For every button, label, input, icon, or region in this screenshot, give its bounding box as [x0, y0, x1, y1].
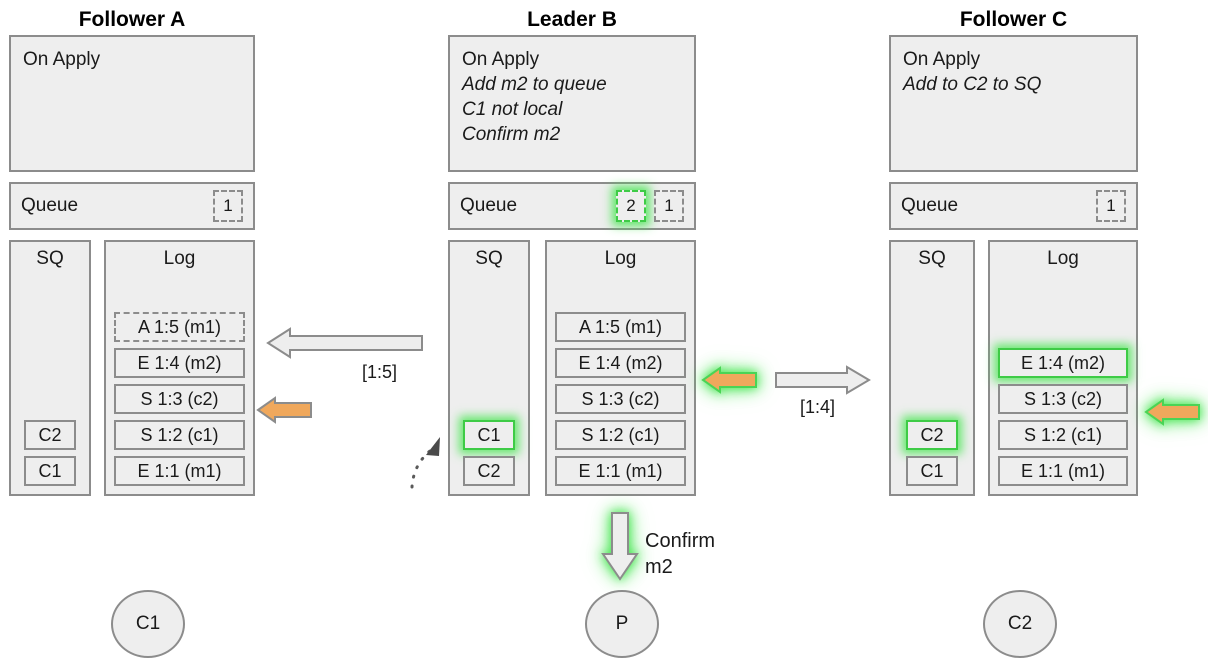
sq-item: C2 — [24, 420, 76, 450]
sq-title-a: SQ — [36, 248, 64, 269]
node-leader-b: P — [585, 590, 659, 658]
sq-items-a: C2 C1 — [11, 420, 89, 494]
on-apply-header-c: On Apply — [903, 49, 981, 70]
log-entry: S 1:3 (c2) — [998, 384, 1128, 414]
on-apply-panel-b: On Apply Add m2 to queue C1 not local Co… — [448, 35, 696, 172]
sq-item: C1 — [906, 456, 958, 486]
sq-title-c: SQ — [918, 248, 946, 269]
confirm-label-line2: m2 — [645, 556, 673, 578]
log-panel-c: Log E 1:4 (m2) S 1:3 (c2) S 1:2 (c1) E 1… — [988, 240, 1138, 496]
sq-panel-c: SQ C2 C1 — [889, 240, 975, 496]
log-title-b: Log — [604, 248, 637, 269]
log-entry: E 1:4 (m2) — [555, 348, 686, 378]
confirm-label-line1: Confirm — [645, 530, 716, 552]
on-apply-header-a: On Apply — [23, 49, 101, 70]
log-entry: A 1:5 (m1) — [114, 312, 245, 342]
sq-items-b: C1 C2 — [450, 420, 528, 494]
sq-item-highlighted: C2 — [906, 420, 958, 450]
apply-arrow-b-icon — [701, 366, 757, 394]
log-entry: S 1:2 (c1) — [555, 420, 686, 450]
apply-arrow-a-icon — [256, 396, 312, 424]
log-entry: E 1:1 (m1) — [114, 456, 245, 486]
sq-panel-b: SQ C1 C2 — [448, 240, 530, 496]
sq-item: C1 — [24, 456, 76, 486]
queue-slots-a: 1 — [213, 190, 243, 222]
on-apply-header-b: On Apply — [462, 49, 540, 70]
confirm-arrow-icon — [600, 512, 640, 581]
on-apply-panel-a: On Apply — [9, 35, 255, 172]
column-title-follower-a: Follower A — [78, 8, 186, 31]
queue-label-c: Queue — [901, 195, 959, 216]
log-panel-b: Log A 1:5 (m1) E 1:4 (m2) S 1:3 (c2) S 1… — [545, 240, 696, 496]
log-entry: E 1:1 (m1) — [998, 456, 1128, 486]
on-apply-panel-c: On Apply Add to C2 to SQ — [889, 35, 1138, 172]
sq-dotted-arrow-icon — [400, 425, 450, 490]
replicate-arrow-label-bc: [1:4] — [800, 397, 836, 417]
sq-item: C2 — [463, 456, 515, 486]
apply-arrow-c-icon — [1144, 398, 1200, 426]
on-apply-line: Add to C2 to SQ — [903, 74, 1042, 95]
on-apply-line: Add m2 to queue — [462, 74, 607, 95]
queue-panel-a: Queue 1 — [9, 182, 255, 230]
log-entry: S 1:2 (c1) — [114, 420, 245, 450]
log-entry-highlighted: E 1:4 (m2) — [998, 348, 1128, 378]
sq-item-highlighted: C1 — [463, 420, 515, 450]
on-apply-line: Confirm m2 — [462, 124, 561, 145]
queue-slot: 1 — [213, 190, 243, 222]
replicate-arrow-b-to-c-icon — [775, 365, 871, 395]
sq-panel-a: SQ C2 C1 — [9, 240, 91, 496]
sq-items-c: C2 C1 — [891, 420, 973, 494]
replicate-arrow-b-to-a-icon — [266, 327, 423, 359]
queue-panel-c: Queue 1 — [889, 182, 1138, 230]
log-entry: A 1:5 (m1) — [555, 312, 686, 342]
queue-slot-highlighted: 2 — [616, 190, 646, 222]
node-client-a: C1 — [111, 590, 185, 658]
column-title-follower-c: Follower C — [959, 8, 1068, 31]
sq-title-b: SQ — [475, 248, 503, 269]
queue-panel-b: Queue 2 1 — [448, 182, 696, 230]
queue-slots-c: 1 — [1096, 190, 1126, 222]
queue-slot: 1 — [1096, 190, 1126, 222]
log-entries-a: A 1:5 (m1) E 1:4 (m2) S 1:3 (c2) S 1:2 (… — [106, 312, 253, 494]
log-entry: S 1:3 (c2) — [555, 384, 686, 414]
log-panel-a: Log A 1:5 (m1) E 1:4 (m2) S 1:3 (c2) S 1… — [104, 240, 255, 496]
log-entry: S 1:2 (c1) — [998, 420, 1128, 450]
queue-slot: 1 — [654, 190, 684, 222]
node-client-c: C2 — [983, 590, 1057, 658]
queue-label-a: Queue — [21, 195, 79, 216]
column-title-leader-b: Leader B — [527, 8, 617, 31]
queue-slots-b: 2 1 — [616, 190, 684, 222]
replicate-arrow-label-ba: [1:5] — [362, 362, 398, 382]
queue-label-b: Queue — [460, 195, 518, 216]
log-entries-c: E 1:4 (m2) S 1:3 (c2) S 1:2 (c1) E 1:1 (… — [990, 348, 1136, 494]
log-title-c: Log — [1047, 248, 1079, 269]
log-entries-b: A 1:5 (m1) E 1:4 (m2) S 1:3 (c2) S 1:2 (… — [547, 312, 694, 494]
log-entry: S 1:3 (c2) — [114, 384, 245, 414]
log-title-a: Log — [163, 248, 196, 269]
confirm-arrow-label: Confirm m2 — [645, 528, 715, 580]
log-entry: E 1:1 (m1) — [555, 456, 686, 486]
on-apply-line: C1 not local — [462, 99, 563, 120]
log-entry: E 1:4 (m2) — [114, 348, 245, 378]
